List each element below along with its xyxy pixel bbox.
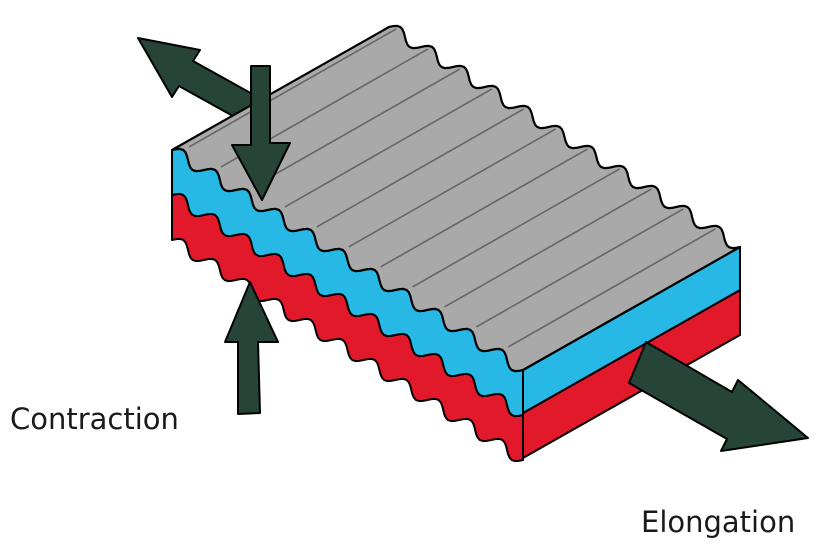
corrugation-ridge-lines	[188, 28, 716, 348]
corrugated-top-surface	[170, 24, 742, 373]
corrugation-ridge-line	[444, 188, 652, 308]
corrugation-ridge-line	[348, 128, 557, 248]
corrugation-ridge-line	[412, 168, 620, 288]
corrugation-ridge-line	[316, 108, 525, 228]
elongation-arrow-lower-right	[628, 341, 809, 452]
corrugation-ridge-line	[475, 208, 684, 328]
corrugation-ridge-line	[252, 68, 461, 188]
contraction-arrow-bottom	[224, 281, 279, 415]
corrugation-ridge-line	[507, 228, 716, 348]
corrugation-ridge-line	[188, 28, 397, 148]
corrugation-ridge-line	[284, 88, 493, 208]
elongation-label: Elongation	[641, 505, 796, 539]
contraction-label: Contraction	[10, 402, 179, 436]
contraction-arrow-top	[231, 65, 291, 201]
corrugation-ridge-line	[380, 148, 589, 268]
